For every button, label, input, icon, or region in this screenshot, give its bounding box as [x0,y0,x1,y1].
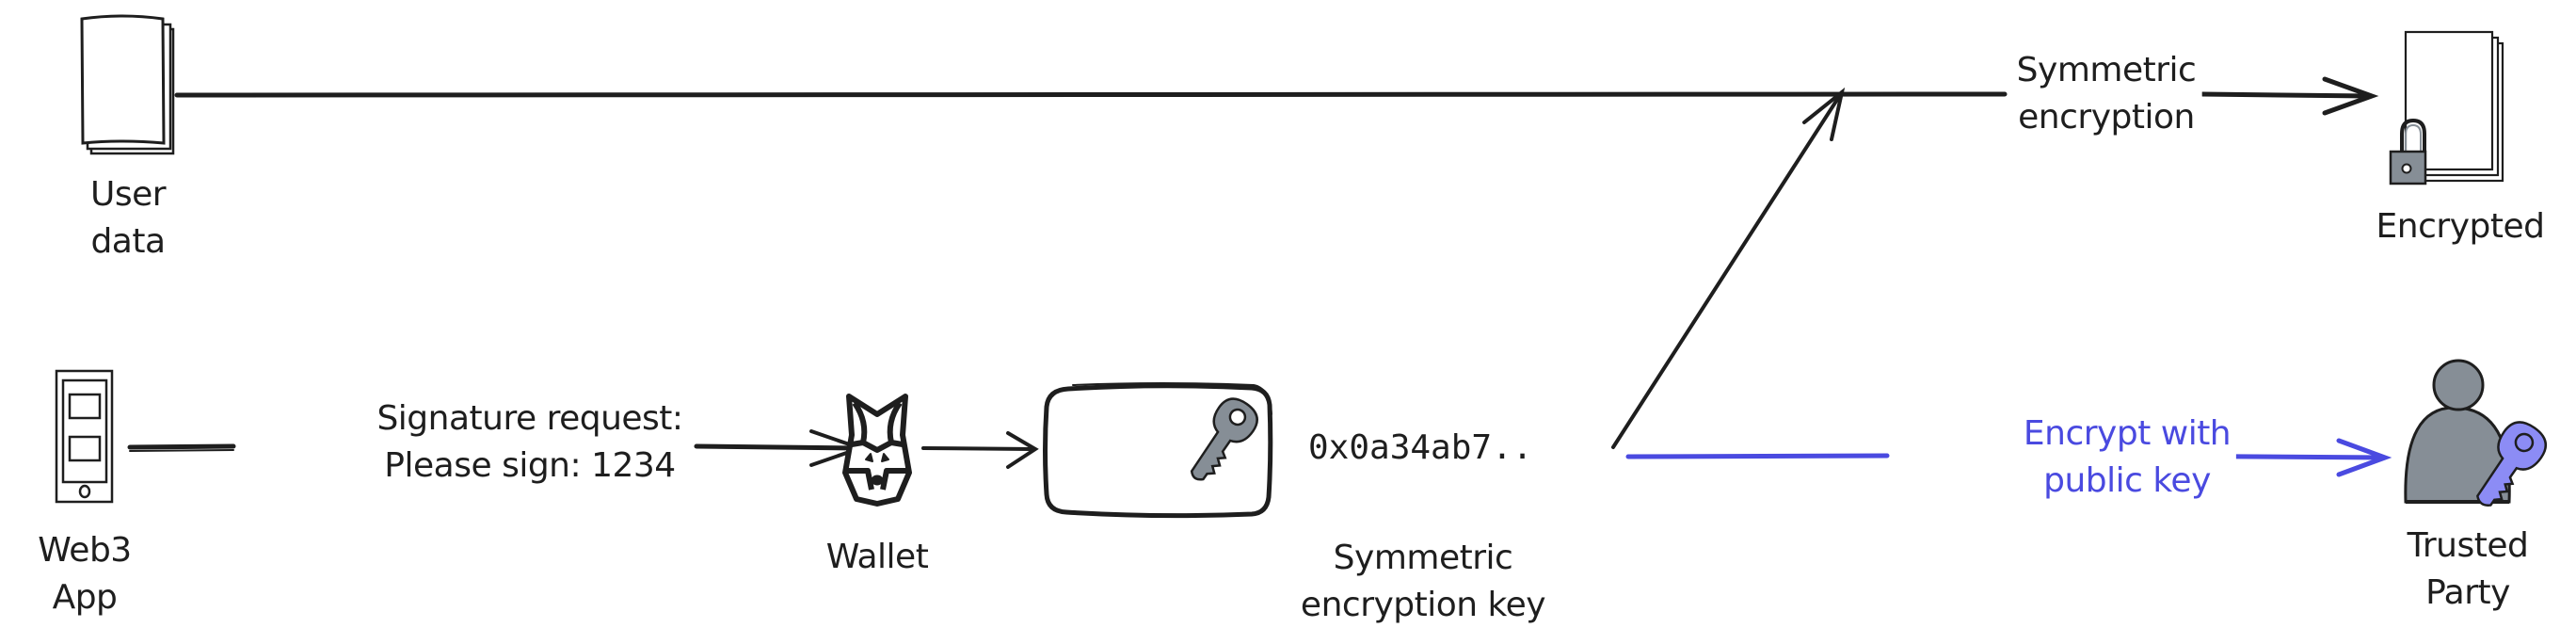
node-label-trusted-party: Trusted Party [2408,523,2529,617]
arrow-head [1802,87,1846,141]
edge-line [921,446,1035,451]
label-line: User [89,175,167,214]
mobile-phone-icon[interactable] [55,369,114,504]
public-key-icon [2476,421,2548,507]
person-with-key-icon[interactable] [2404,359,2553,516]
edge-symmetric-encryption [174,76,2379,116]
edge-line [174,91,2008,98]
node-label-wallet: Wallet [826,534,929,581]
label-line: encryption [2018,98,2195,137]
edge-line [129,449,234,452]
label-line: data [90,222,166,261]
edge-wallet-to-key [921,431,1039,469]
edge-encrypt-public-key [1625,438,2392,477]
label-line: Please sign: 1234 [384,446,676,485]
document-stack-icon[interactable] [80,14,175,155]
label-line: encryption key [1300,586,1546,624]
symmetric-key-value: 0x0a34ab7.. [1308,428,1533,467]
label-line: Signature request: [376,399,683,438]
label-line: Encrypt with [2023,414,2232,453]
padlock-icon [2389,118,2427,185]
node-label-web3-app: Web3 App [38,527,132,621]
label-line: public key [2043,461,2211,500]
edge-line [1611,90,1844,449]
node-label-symmetric-key: Symmetric encryption key [1300,535,1546,629]
locked-document-icon[interactable] [2389,30,2504,185]
label-line: Trusted [2407,526,2529,565]
node-label-user-data: User data [89,171,167,266]
key-icon [1190,397,1258,481]
label-line: App [52,578,118,617]
label-line: Web3 [38,531,132,570]
arrow-head [1006,431,1039,469]
edge-line [1625,453,1890,459]
arrow-head [2336,438,2392,477]
person-icon [2404,359,2511,504]
edge-line [127,443,236,450]
label-line: Party [2425,573,2510,612]
label-line: Symmetric [2016,51,2197,89]
node-label-encrypted: Encrypted [2376,203,2545,250]
label-line: Wallet [825,538,929,576]
symmetric-key-box[interactable] [1043,382,1273,519]
edge-label-symmetric-encryption: Symmetric encryption [2010,47,2202,141]
edge-line [2200,91,2373,99]
edge-line [694,443,861,451]
label-line: Encrypted [2376,207,2545,246]
edge-label-signature-request: Signature request: Please sign: 1234 [371,395,689,490]
label-line: Symmetric [1333,539,1513,577]
edge-label-encrypt-public-key: Encrypt with public key [2017,411,2237,505]
metamask-fox-icon[interactable] [842,394,912,507]
arrow-head [2322,76,2379,116]
edge-key-to-top-line [1611,87,1846,449]
